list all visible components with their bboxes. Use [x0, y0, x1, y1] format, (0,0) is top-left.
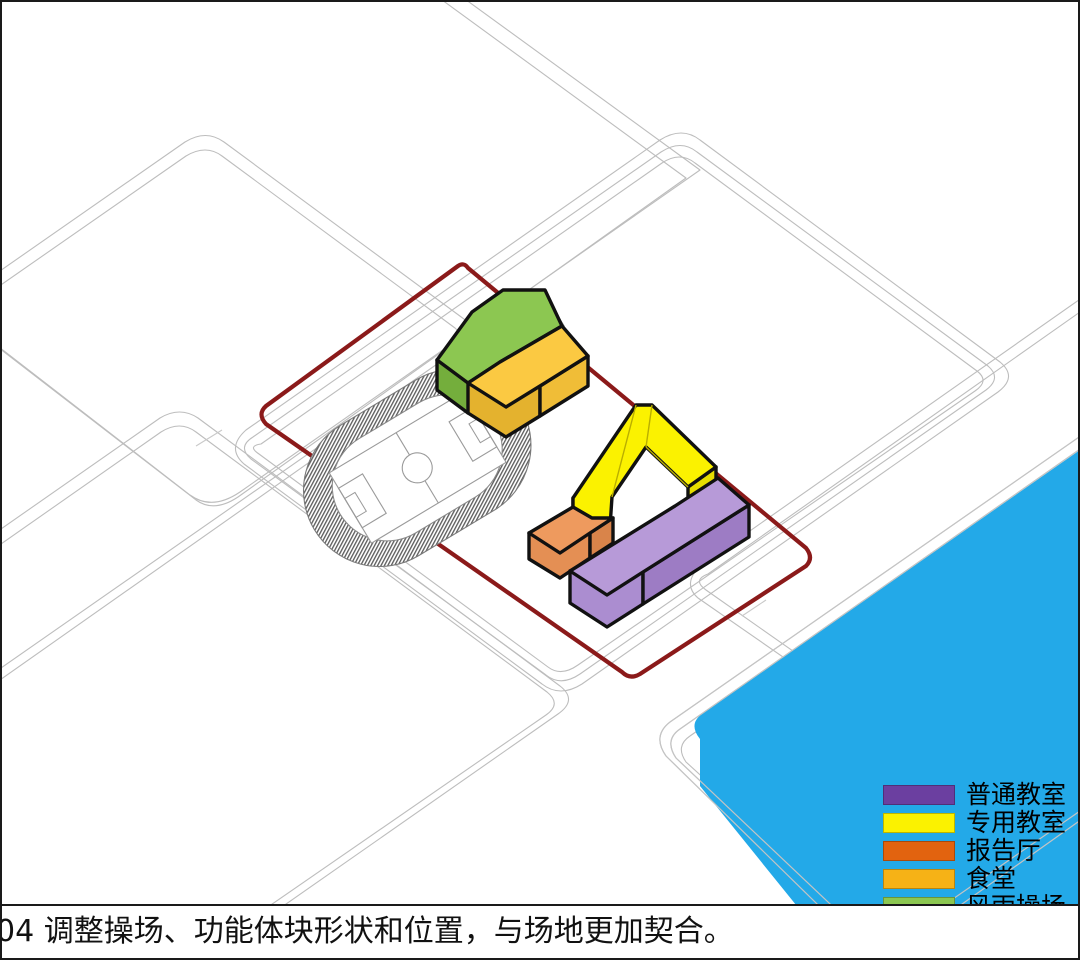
classroom-bar: [568, 476, 751, 629]
river-water: [694, 449, 1080, 960]
legend-item-special-classroom[interactable]: 专用教室: [882, 808, 1066, 837]
urban-block-school: [234, 132, 1010, 692]
pitch-goal-area-right: [468, 417, 492, 444]
legend-label-canteen: 食堂: [965, 864, 1016, 893]
legend-swatch-canteen: [882, 869, 955, 889]
special-classroom-inner-edge-3: [645, 446, 689, 488]
legend-label-special-classroom: 专用教室: [965, 808, 1066, 837]
legend: 普通教室 专用教室 报告厅 食堂 风雨操场: [882, 780, 1066, 920]
legend-item-auditorium[interactable]: 报告厅: [882, 836, 1066, 865]
canteen-box: [466, 324, 590, 439]
pitch-goal-area-left: [344, 491, 368, 519]
legend-item-canteen[interactable]: 食堂: [882, 864, 1066, 893]
legend-swatch-special-classroom: [882, 813, 955, 833]
legend-swatch-auditorium: [882, 841, 955, 861]
urban-block-bottom-left: [0, 411, 570, 960]
legend-item-classroom[interactable]: 普通教室: [882, 780, 1066, 809]
pitch-center-circle: [401, 452, 433, 484]
urban-block-top-left: [0, 0, 701, 507]
canteen-top-face: [466, 324, 590, 409]
special-classroom-inner-edge: [611, 404, 637, 498]
caption-bar: 04 调整操场、功能体块形状和位置，与场地更加契合。: [0, 904, 1080, 960]
special-classroom-inner-edge-2: [645, 404, 653, 448]
classroom-top-face: [568, 476, 751, 597]
legend-label-auditorium: 报告厅: [965, 836, 1041, 865]
legend-label-classroom: 普通教室: [965, 780, 1066, 809]
legend-swatch-classroom: [882, 785, 955, 805]
site-boundary: [259, 262, 813, 679]
auditorium-top-face: [527, 505, 615, 555]
caption-text: 04 调整操场、功能体块形状和位置，与场地更加契合。: [0, 914, 734, 949]
